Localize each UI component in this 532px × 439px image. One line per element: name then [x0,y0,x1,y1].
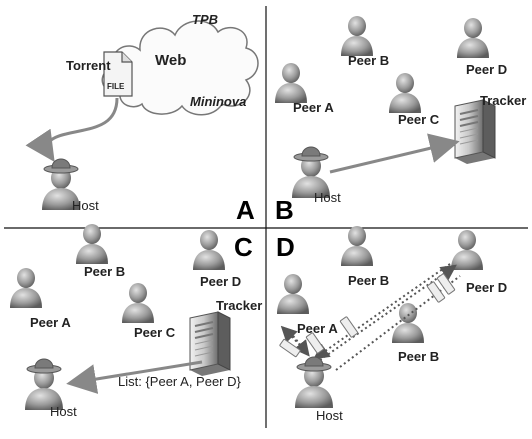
panel-letter-b: B [275,195,294,225]
peer-label: Peer B [398,349,439,364]
data-packet-icon [339,316,359,338]
cloud-icon [101,20,259,116]
host-icon [24,358,64,411]
person-icon [275,63,307,103]
tpb-label: TPB [192,12,218,27]
panel-letter-a: A [236,195,255,225]
host-label: Host [72,198,99,213]
person-icon [341,226,373,266]
peer-label: Peer A [297,321,338,336]
peer-list-text: List: {Peer A, Peer D} [118,374,242,389]
person-icon [10,268,42,308]
server-icon [454,99,496,165]
panel-b: Peer B Peer D Peer A Peer C Tracker Host… [275,16,526,225]
peer-label: Peer A [293,100,334,115]
data-packet-icon [279,338,301,358]
peer-label: Peer C [398,112,440,127]
person-icon [389,73,421,113]
person-icon [341,16,373,56]
torrent-label: Torrent [66,58,111,73]
peer-list-arrow [66,360,203,394]
tracker-label: Tracker [480,93,526,108]
panel-d: Peer B Peer D Peer A Peer B Host D [276,226,507,423]
tracker-label: Tracker [216,298,262,313]
peer-label: Peer D [466,62,507,77]
panel-letter-d: D [276,232,295,262]
person-icon [457,18,489,58]
panel-c: Peer B Peer D Peer A Peer C Tracker List… [10,224,262,419]
server-icon [189,311,231,377]
file-label: FILE [107,82,125,91]
peer-label: Peer B [348,273,389,288]
peer-label: Peer A [30,315,71,330]
host-label: Host [50,404,77,419]
web-label: Web [155,52,186,69]
host-label: Host [316,408,343,423]
host-label: Host [314,190,341,205]
peer-label: Peer C [134,325,176,340]
person-icon [451,230,483,270]
person-icon [193,230,225,270]
person-icon [277,274,309,314]
person-icon [76,224,108,264]
peer-label: Peer D [200,274,241,289]
peer-label: Peer D [466,280,507,295]
panel-a: Web TPB Mininova FILE Torrent Host A [25,12,259,225]
person-icon [122,283,154,323]
download-arrow [25,97,119,162]
peer-label: Peer B [348,53,389,68]
panel-letter-c: C [234,232,253,262]
peer-label: Peer B [84,264,125,279]
mininova-label: Mininova [190,94,246,109]
transfer-lines [280,263,461,371]
request-arrow [329,133,460,174]
document-icon: FILE [103,51,133,97]
host-icon [294,356,334,409]
